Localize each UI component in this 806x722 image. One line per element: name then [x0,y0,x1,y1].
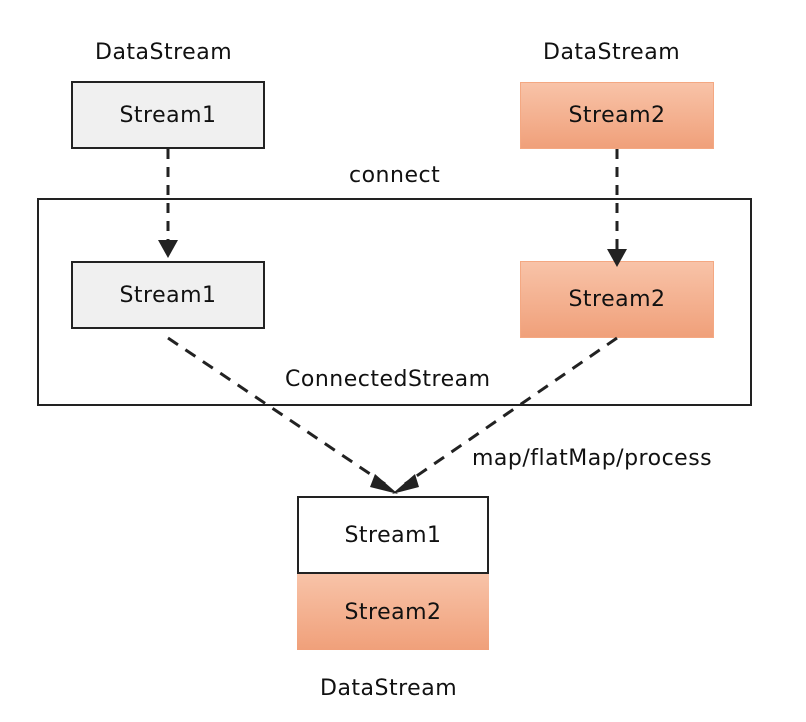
result-stream2-label: Stream2 [344,599,442,625]
source-stream1-label: Stream1 [119,102,217,128]
connected-stream1-box: Stream1 [71,261,265,329]
result-datastream-label: DataStream [320,676,458,701]
connect-label: connect [349,163,441,188]
result-stream1-box: Stream1 [297,496,489,574]
source-stream1-box: Stream1 [71,81,265,149]
connected-stream1-label: Stream1 [119,282,217,308]
source-datastream-label-2: DataStream [543,40,681,65]
arrowhead-stream1-result [370,474,398,494]
source-stream2-label: Stream2 [568,103,666,128]
result-stream2-box: Stream2 [297,574,489,650]
connected-stream2-box: Stream2 [520,261,714,338]
operation-label: map/flatMap/process [472,446,713,471]
connected-stream-container [37,198,752,406]
result-stream1-label: Stream1 [344,522,442,548]
source-datastream-label-1: DataStream [95,40,233,65]
arrowhead-stream2-result [392,474,419,494]
connected-stream-label: ConnectedStream [285,367,491,392]
connected-stream2-label: Stream2 [568,287,666,312]
source-stream2-box: Stream2 [520,82,714,149]
